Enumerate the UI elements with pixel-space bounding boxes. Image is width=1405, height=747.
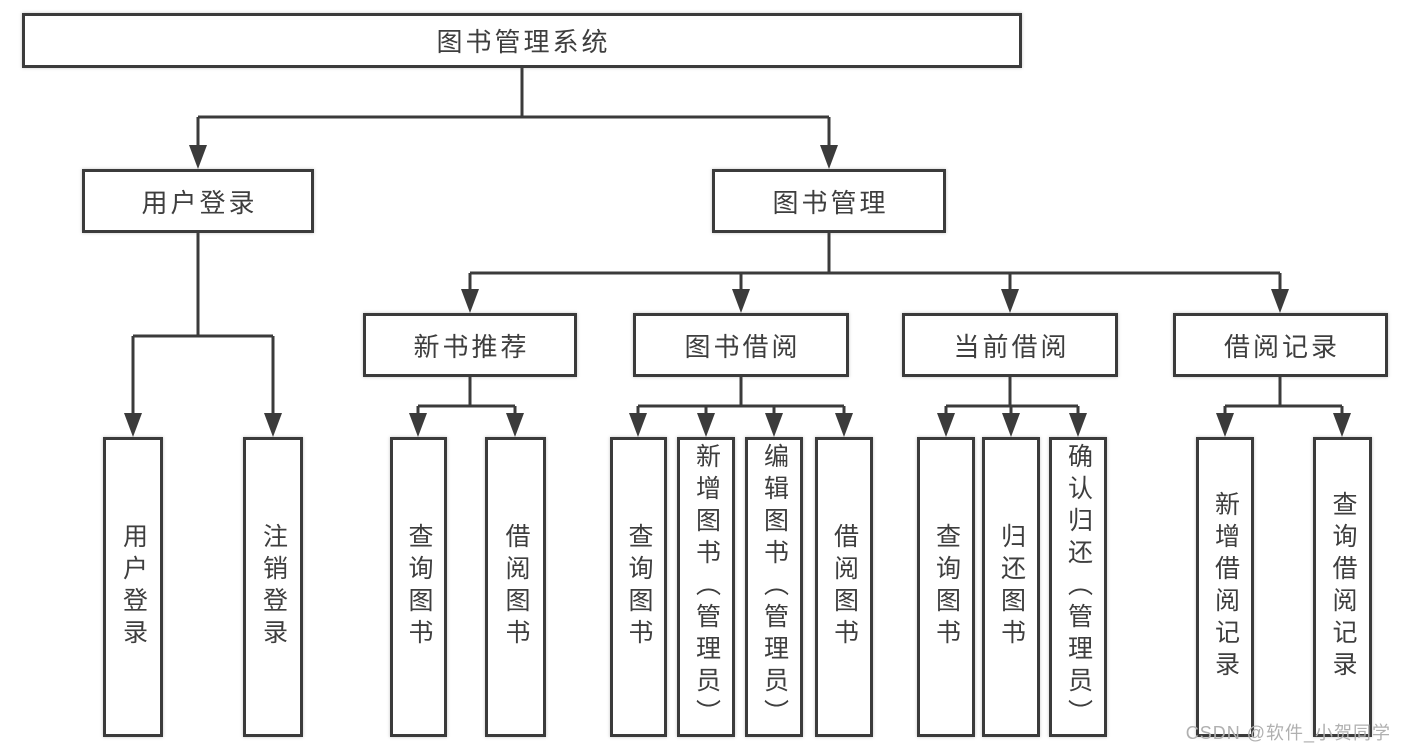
node-label: 查询图书: [932, 523, 961, 651]
node-label: 借阅图书: [830, 523, 859, 651]
node-label: 借阅记录: [1223, 331, 1340, 362]
leaf-current-return-books: 归还图书: [982, 437, 1040, 737]
node-label: 借阅图书: [502, 523, 530, 651]
leaf-records-add-record: 新增借阅记录: [1196, 437, 1254, 737]
leaf-user-login: 用户登录: [103, 437, 163, 737]
node-label: 确认归还（管理员）: [1064, 443, 1093, 731]
node-label: 编辑图书（管理员）: [760, 443, 789, 731]
leaf-current-confirm-return-admin: 确认归还（管理员）: [1049, 437, 1107, 737]
node-borrowing-records: 借阅记录: [1173, 313, 1388, 377]
node-label: 当前借阅: [953, 331, 1070, 362]
node-label: 查询图书: [625, 523, 653, 651]
node-label: 归还图书: [997, 523, 1026, 651]
node-label: 查询图书: [405, 523, 433, 651]
node-root-system: 图书管理系统: [22, 13, 1022, 68]
node-label: 图书借阅: [684, 331, 801, 362]
leaf-current-query-books: 查询图书: [917, 437, 975, 737]
node-label: 查询借阅记录: [1329, 491, 1357, 683]
node-label: 新书推荐: [413, 331, 530, 362]
node-label: 新增借阅记录: [1211, 491, 1240, 683]
node-label: 用户登录: [141, 187, 258, 218]
connector-path: [131, 68, 1344, 415]
leaf-recommend-borrow-books: 借阅图书: [485, 437, 546, 737]
node-label: 图书管理系统: [436, 27, 611, 57]
leaf-borrow-add-books-admin: 新增图书（管理员）: [677, 437, 735, 737]
leaf-borrow-query-books: 查询图书: [610, 437, 667, 737]
leaf-borrow-borrow-books: 借阅图书: [815, 437, 873, 737]
node-book-management: 图书管理: [712, 169, 946, 233]
leaf-records-query-record: 查询借阅记录: [1313, 437, 1372, 737]
node-label: 图书管理: [772, 187, 889, 218]
node-label: 用户登录: [119, 523, 148, 651]
node-label: 新增图书（管理员）: [692, 443, 721, 731]
leaf-recommend-query-books: 查询图书: [390, 437, 447, 737]
leaf-borrow-edit-books-admin: 编辑图书（管理员）: [745, 437, 803, 737]
node-user-login: 用户登录: [82, 169, 314, 233]
node-label: 注销登录: [259, 523, 288, 651]
node-current-borrowing: 当前借阅: [902, 313, 1118, 377]
node-book-borrowing: 图书借阅: [633, 313, 849, 377]
arrowhead-icons: [124, 145, 1351, 437]
node-new-book-recommend: 新书推荐: [363, 313, 577, 377]
csdn-watermark: CSDN @软件_小贺同学: [1185, 723, 1391, 743]
leaf-logout: 注销登录: [243, 437, 303, 737]
